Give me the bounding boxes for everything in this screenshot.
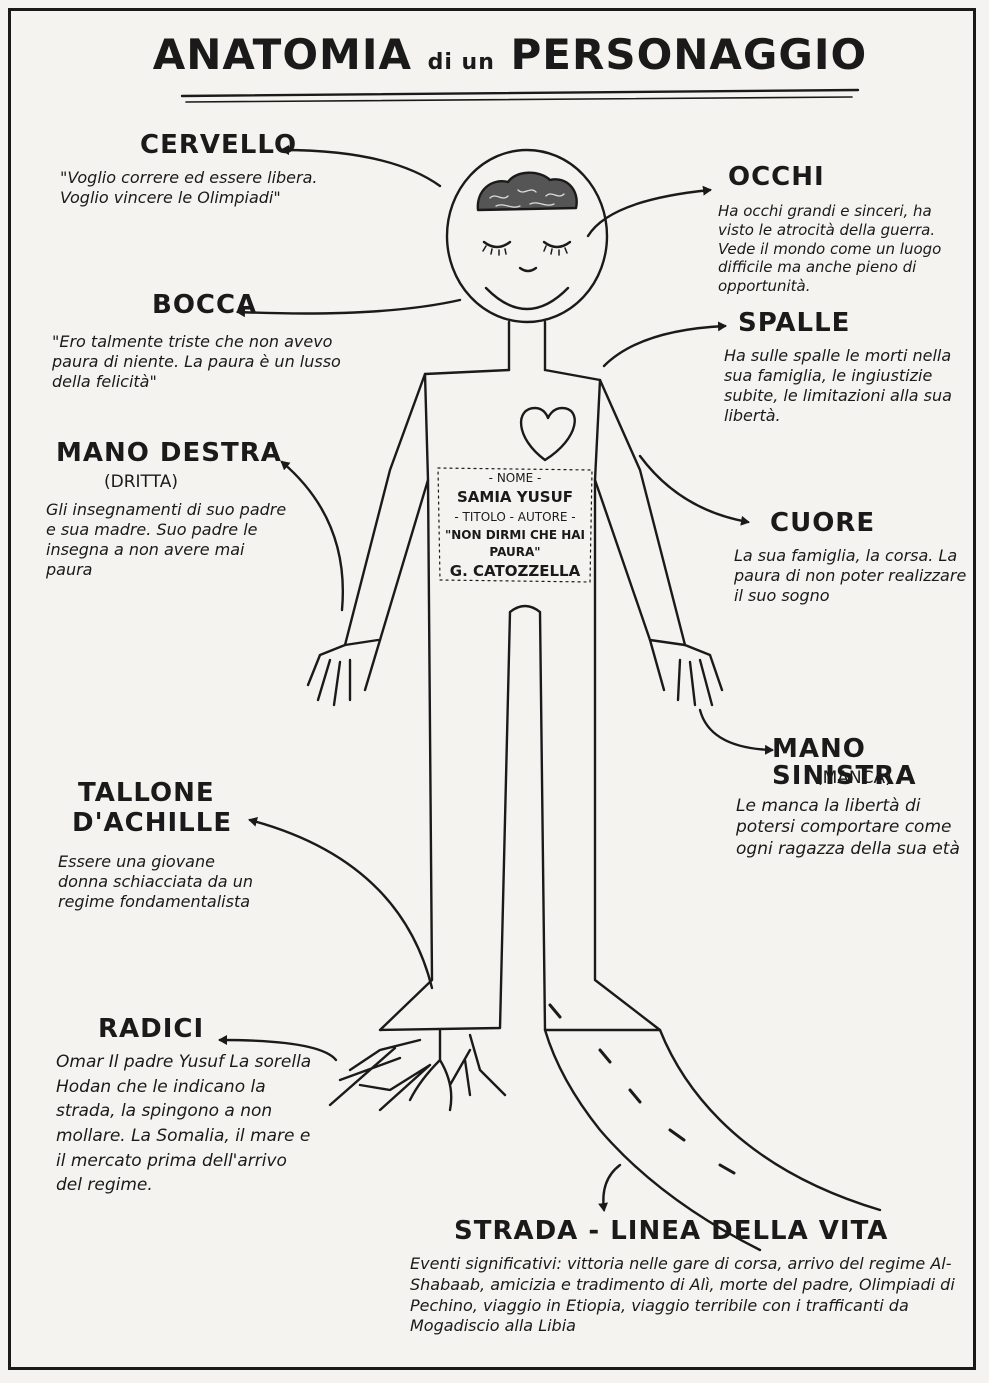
title-connector: di un [428, 50, 495, 75]
heading-cuore: Cuore [770, 510, 875, 537]
heading-tallone-line2: d'Achille [72, 810, 232, 837]
nose [520, 268, 536, 271]
text-spalle: Ha sulle spalle le morti nella sua famig… [724, 346, 974, 426]
heading-tallone-line1: Tallone [78, 780, 215, 807]
right-hand [650, 640, 722, 705]
arrow-bocca [238, 300, 460, 314]
arrow-cuore [640, 456, 748, 522]
roots [330, 1030, 505, 1110]
book-character-name: Samia Yusuf [438, 487, 592, 509]
book-title-label: - Titolo - Autore - [438, 509, 592, 526]
heading-bocca: Bocca [152, 292, 257, 319]
mouth [486, 288, 568, 309]
neck [509, 322, 545, 370]
heading-mano-destra: Mano destra [56, 440, 282, 467]
title-word-2: Personaggio [511, 30, 868, 79]
heading-occhi: Occhi [728, 164, 825, 191]
heading-spalle: Spalle [738, 310, 850, 337]
arrow-strada [603, 1165, 620, 1210]
arrow-spalle [604, 326, 725, 366]
heart-icon [521, 408, 575, 460]
arrow-mano-sinistra [700, 710, 772, 750]
left-eye [484, 242, 510, 247]
book-info: - Nome - Samia Yusuf - Titolo - Autore -… [438, 470, 592, 583]
heading-radici: Radici [98, 1016, 204, 1043]
text-mano-sinistra: Le manca la libertà di potersi comportar… [736, 796, 971, 860]
book-name-label: - Nome - [438, 470, 592, 487]
subheading-mano-sinistra: (manca) [816, 768, 892, 788]
book-author: G. Catozzella [438, 561, 592, 583]
text-occhi: Ha occhi grandi e sinceri, ha visto le a… [718, 202, 968, 296]
heading-cervello: Cervello [140, 132, 297, 159]
text-cervello: "Voglio correre ed essere libera. Voglio… [60, 168, 360, 208]
title-underline [182, 90, 858, 96]
subheading-mano-destra: (dritta) [104, 472, 178, 492]
heading-strada: Strada - linea della vita [454, 1218, 888, 1245]
text-bocca: "Ero talmente triste che non avevo paura… [52, 332, 352, 392]
page-title: Anatomia di un Personaggio [150, 30, 870, 79]
text-strada: Eventi significativi: vittoria nelle gar… [410, 1254, 970, 1337]
right-eye [544, 242, 570, 247]
text-mano-destra: Gli insegnamenti di suo padre e sua madr… [46, 500, 296, 580]
arrow-tallone [250, 820, 432, 988]
left-hand [308, 640, 380, 705]
text-cuore: La sua famiglia, la corsa. La paura di n… [734, 546, 979, 606]
text-tallone: Essere una giovane donna schiacciata da … [58, 852, 268, 912]
text-radici: Omar Il padre Yusuf La sorella Hodan che… [56, 1050, 316, 1198]
title-word-1: Anatomia [153, 30, 412, 79]
book-title: "Non dirmi che hai paura" [438, 527, 592, 562]
